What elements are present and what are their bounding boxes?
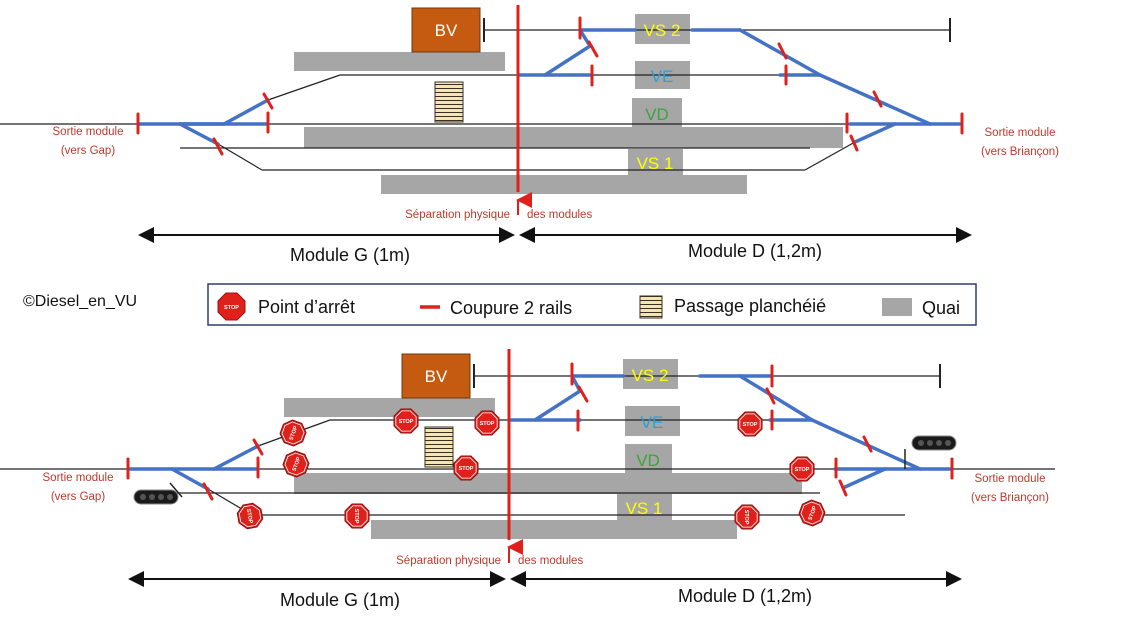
top-separation-right: des modules <box>527 209 592 221</box>
top-diagram <box>0 5 972 243</box>
top-level-crossing <box>434 81 464 123</box>
stop-sign-icon: STOP <box>236 502 264 530</box>
stop-sign-icon: STOP <box>737 411 763 437</box>
top-ve-label: VE <box>651 67 674 86</box>
stop-sign-icon: STOP <box>344 503 370 529</box>
top-vs1-box <box>628 149 683 175</box>
bottom-vs2-label: VS 2 <box>632 366 669 385</box>
stop-sign-text: STOP <box>743 510 749 525</box>
stop-sign-text: STOP <box>289 425 300 441</box>
stop-sign-text: STOP <box>353 509 359 524</box>
bottom-platform-lower <box>371 520 737 539</box>
top-exit-right-line2: (vers Briançon) <box>981 146 1059 158</box>
stop-sign-icon: STOP <box>393 408 419 434</box>
stop-sign-text: STOP <box>480 421 495 427</box>
top-station-building <box>411 7 481 53</box>
stop-sign-text: STOP <box>399 419 414 425</box>
stop-sign-icon: STOP <box>474 410 500 436</box>
bottom-module-g: Module G (1m) <box>280 590 400 610</box>
top-station-label: BV <box>435 21 458 40</box>
top-exit-left-line2: (vers Gap) <box>61 145 115 157</box>
legend-stop-icon-text: STOP <box>224 305 239 311</box>
legend-crossing-icon <box>639 295 663 319</box>
top-vd-box <box>632 98 682 128</box>
bottom-exit-left-line2: (vers Gap) <box>51 491 105 503</box>
bottom-station-label: BV <box>425 367 448 386</box>
bottom-level-crossing <box>424 426 454 468</box>
stop-sign-text: STOP <box>743 422 758 428</box>
top-vs2-label: VS 2 <box>644 21 681 40</box>
bottom-exit-right-line2: (vers Briançon) <box>971 492 1049 504</box>
top-platform-lower <box>381 175 747 194</box>
bottom-ve-label: VE <box>641 413 664 432</box>
legend-crossing-label: Passage planchéié <box>674 296 826 316</box>
bottom-station-building <box>401 353 471 399</box>
legend-stop-label: Point d’arrêt <box>258 297 355 317</box>
bottom-vs2-box <box>623 359 678 389</box>
top-platform-middle <box>304 127 843 148</box>
bottom-platform-upper <box>284 398 495 417</box>
stop-sign-icon: STOP <box>798 499 826 527</box>
stop-sign-icon: STOP <box>789 456 815 482</box>
copyright: ©Diesel_en_VU <box>23 293 137 310</box>
stop-sign-icon: STOP <box>279 419 307 447</box>
stop-sign-icon: STOP <box>453 455 479 481</box>
top-module-g: Module G (1m) <box>290 245 410 265</box>
bottom-platform-middle <box>294 473 802 494</box>
bottom-module-d: Module D (1,2m) <box>678 586 812 606</box>
top-separation-left: Séparation physique <box>405 209 510 221</box>
legend-stop-icon: STOP <box>217 292 246 321</box>
legend: STOP <box>207 283 977 326</box>
bottom-stop-signs: STOP STOP STOP STOP STOP STOP STOP STOP STOP STOP… <box>236 408 826 530</box>
top-exit-right-line1: Sortie module <box>985 127 1056 139</box>
bottom-ve-box <box>625 406 680 436</box>
legend-platform-label: Quai <box>922 298 960 318</box>
bottom-signal-left <box>133 482 183 505</box>
bottom-separation-left: Séparation physique <box>396 555 501 567</box>
stop-sign-text: STOP <box>795 467 810 473</box>
bottom-diagram <box>0 349 1055 587</box>
legend-platform-icon <box>882 298 912 316</box>
bottom-vd-label: VD <box>636 451 660 470</box>
bottom-signal-right <box>904 435 957 469</box>
top-platform-upper <box>294 52 505 71</box>
bottom-separation-right: des modules <box>518 555 583 567</box>
legend-cut-label: Coupure 2 rails <box>450 298 572 318</box>
stop-sign-text: STOP <box>808 505 819 521</box>
stop-sign-text: STOP <box>459 466 474 472</box>
top-vs2-box <box>635 14 690 44</box>
stop-sign-icon: STOP <box>734 504 760 530</box>
top-vs1-label: VS 1 <box>637 154 674 173</box>
bottom-vs1-box <box>617 493 672 521</box>
bottom-exit-right-line1: Sortie module <box>975 473 1046 485</box>
top-vd-label: VD <box>645 105 669 124</box>
stop-sign-text: STOP <box>292 456 303 472</box>
bottom-vs1-label: VS 1 <box>626 499 663 518</box>
top-exit-left-line1: Sortie module <box>53 126 124 138</box>
stop-sign-icon: STOP <box>282 450 310 478</box>
top-module-d: Module D (1,2m) <box>688 241 822 261</box>
bottom-exit-left-line1: Sortie module <box>43 472 114 484</box>
stop-sign-text: STOP <box>245 508 254 524</box>
